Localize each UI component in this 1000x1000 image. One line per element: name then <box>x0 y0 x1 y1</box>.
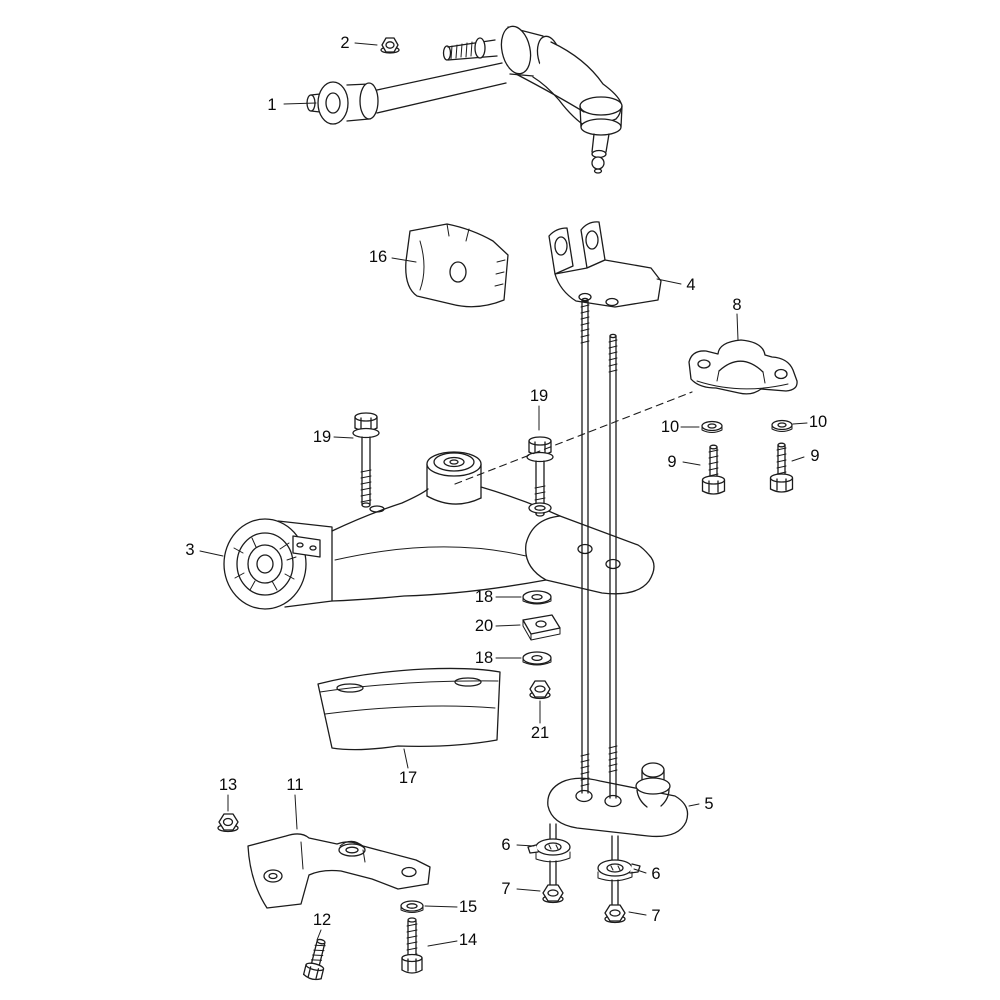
part-21-nut <box>529 680 551 700</box>
part-12-bolt <box>302 938 326 981</box>
part-callout-label: 19 <box>313 428 331 446</box>
callout-leader-line <box>283 102 317 105</box>
part-14-bolt <box>401 917 423 974</box>
callout-leader-line <box>316 929 322 941</box>
part-7-nut-right <box>604 879 626 924</box>
part-callout-label: 10 <box>661 418 679 436</box>
part-3-lower-control-arm <box>223 451 655 610</box>
part-callout-label: 8 <box>732 296 741 314</box>
part-callout-label: 19 <box>530 387 548 405</box>
part-4-studs <box>580 297 618 799</box>
callout-leader-line <box>354 42 378 46</box>
part-callout-label: 21 <box>531 724 549 742</box>
part-callout-label: 15 <box>459 898 477 916</box>
part-callout-label: 4 <box>686 276 695 294</box>
part-callout-label: 10 <box>809 413 827 431</box>
part-callout-label: 5 <box>704 795 713 813</box>
part-callout-label: 1 <box>267 96 276 114</box>
part-6-clamp-right <box>597 835 641 882</box>
callout-leader-line <box>516 888 541 892</box>
callout-leader-line <box>495 624 521 627</box>
part-callout-label: 12 <box>313 911 331 929</box>
callout-leader-line <box>682 461 701 466</box>
callout-leader-line <box>656 278 682 285</box>
part-11-bracket <box>247 833 431 909</box>
assembly-axis-dashed-line <box>454 391 693 485</box>
callout-leader-line <box>391 257 417 263</box>
part-callout-label: 18 <box>475 649 493 667</box>
part-callout-label: 2 <box>340 34 349 52</box>
callout-leader-line <box>791 456 805 462</box>
part-10-washers <box>701 419 793 433</box>
part-callout-label: 18 <box>475 588 493 606</box>
callout-leader-line <box>294 794 298 830</box>
part-callout-label: 3 <box>185 541 194 559</box>
part-callout-label: 11 <box>286 776 303 794</box>
callout-leader-line <box>403 748 409 769</box>
part-5-ball-joint-plate <box>547 762 689 838</box>
part-callout-label: 16 <box>369 248 387 266</box>
part-2-nut <box>380 37 400 54</box>
part-callout-label: 20 <box>475 617 493 635</box>
part-callout-label: 9 <box>667 453 676 471</box>
part-7-nut-left <box>542 860 564 904</box>
callout-leader-line <box>424 905 458 908</box>
callout-leader-line <box>736 313 739 341</box>
callout-leader-line <box>688 803 700 807</box>
callout-leader-line <box>333 436 354 439</box>
part-20-clamping-nut <box>522 614 561 641</box>
part-15-washer <box>400 900 424 913</box>
part-callout-label: 9 <box>810 447 819 465</box>
callout-leader-line <box>427 940 458 947</box>
part-callout-label: 7 <box>501 880 510 898</box>
part-callout-label: 14 <box>459 931 477 949</box>
callout-leader-line <box>199 550 224 557</box>
part-18-washer-upper <box>522 590 552 605</box>
part-8-clamp-bracket <box>688 339 798 395</box>
part-callout-label: 6 <box>651 865 660 883</box>
part-callout-label: 17 <box>399 769 417 787</box>
part-callout-label: 7 <box>651 907 660 925</box>
part-callout-label: 6 <box>501 836 510 854</box>
part-4-mounting-bracket <box>548 221 662 308</box>
callout-leader-line <box>628 911 647 916</box>
callout-leader-line <box>633 868 647 874</box>
part-6-clamp-left <box>527 823 571 863</box>
part-16-reinforcement-plate <box>405 223 509 308</box>
part-13-nut <box>217 813 239 833</box>
callout-leader-line <box>792 422 808 425</box>
part-9-bolt-left <box>701 444 726 495</box>
part-18-washer-lower <box>522 651 552 666</box>
part-callout-label: 13 <box>219 776 237 794</box>
part-1-upper-control-arm <box>306 25 623 174</box>
part-19-bolt-left <box>352 412 380 508</box>
part-17-cover-plate <box>317 667 501 751</box>
part-9-bolt-right <box>769 442 794 493</box>
callout-leader-line <box>516 844 535 847</box>
